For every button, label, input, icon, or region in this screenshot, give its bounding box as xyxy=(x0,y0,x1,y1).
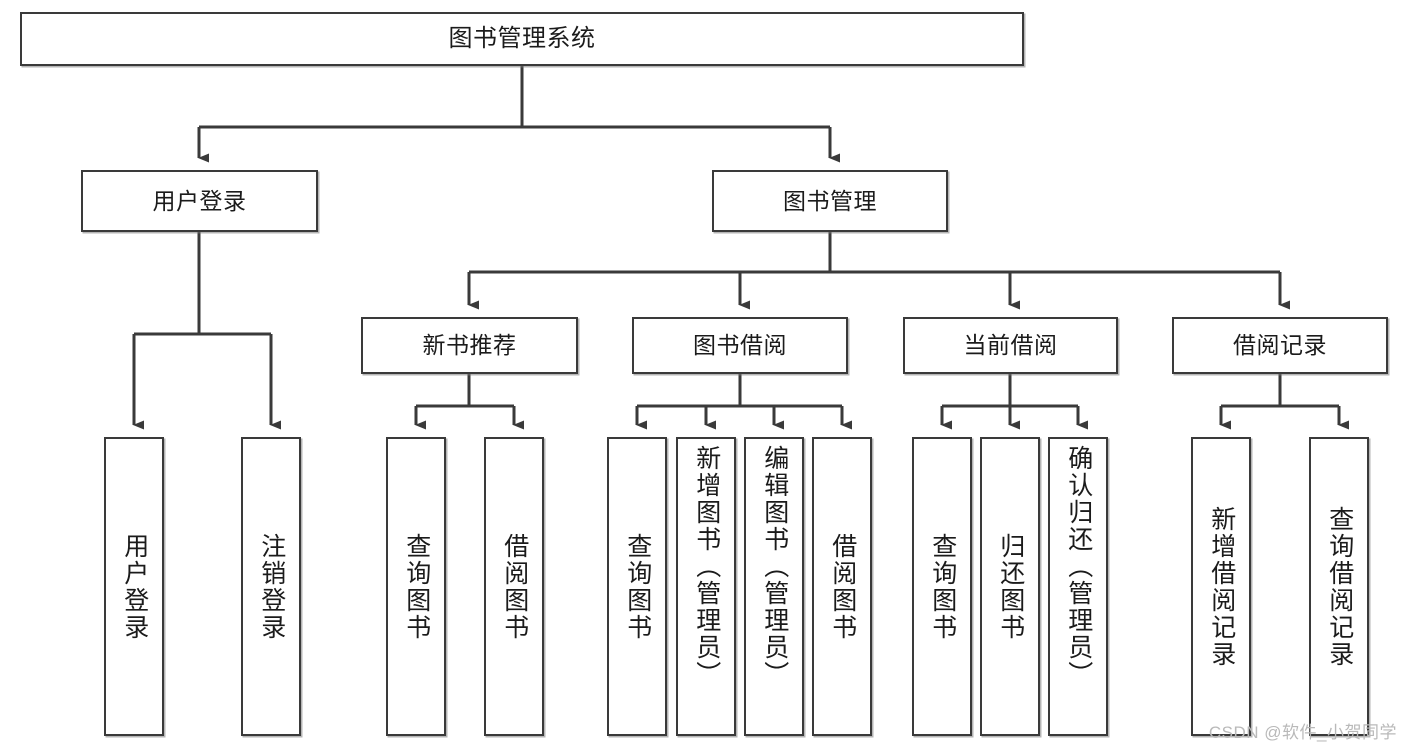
leaf-query-book-current[interactable]: 查询图书 xyxy=(912,437,972,736)
leaf-edit-book-admin[interactable]: 编辑图书（管理员） xyxy=(744,437,804,736)
node-label: 查询图书 xyxy=(928,532,957,641)
node-current-borrow[interactable]: 当前借阅 xyxy=(903,317,1118,374)
leaf-add-borrow-record[interactable]: 新增借阅记录 xyxy=(1191,437,1251,736)
leaf-return-book[interactable]: 归还图书 xyxy=(980,437,1040,736)
leaf-logout[interactable]: 注销登录 xyxy=(241,437,301,736)
node-label: 编辑图书（管理员） xyxy=(760,445,789,688)
node-label: 借阅记录 xyxy=(1233,332,1327,359)
leaf-query-borrow-record[interactable]: 查询借阅记录 xyxy=(1309,437,1369,736)
node-label: 图书管理系统 xyxy=(448,25,596,52)
leaf-borrow-book-recommend[interactable]: 借阅图书 xyxy=(484,437,544,736)
node-label: 注销登录 xyxy=(257,532,286,641)
node-label: 新增图书（管理员） xyxy=(692,445,721,688)
node-root-system[interactable]: 图书管理系统 xyxy=(20,12,1024,66)
node-label: 查询图书 xyxy=(623,532,652,641)
node-label: 新增借阅记录 xyxy=(1207,505,1236,668)
leaf-confirm-return-admin[interactable]: 确认归还（管理员） xyxy=(1048,437,1108,736)
node-new-book-recommend[interactable]: 新书推荐 xyxy=(361,317,578,374)
leaf-query-book-recommend[interactable]: 查询图书 xyxy=(386,437,446,736)
node-borrow-record[interactable]: 借阅记录 xyxy=(1172,317,1388,374)
node-label: 查询图书 xyxy=(402,532,431,641)
node-label: 用户登录 xyxy=(120,532,149,641)
node-label: 借阅图书 xyxy=(828,532,857,641)
leaf-user-login[interactable]: 用户登录 xyxy=(104,437,164,736)
node-user-login[interactable]: 用户登录 xyxy=(81,170,318,232)
node-label: 新书推荐 xyxy=(422,332,517,359)
node-book-management[interactable]: 图书管理 xyxy=(712,170,948,232)
node-label: 当前借阅 xyxy=(963,332,1058,359)
node-label: 图书借阅 xyxy=(693,332,787,359)
node-book-borrow[interactable]: 图书借阅 xyxy=(632,317,848,374)
leaf-add-book-admin[interactable]: 新增图书（管理员） xyxy=(676,437,736,736)
node-label: 图书管理 xyxy=(783,187,877,214)
leaf-query-book-borrow[interactable]: 查询图书 xyxy=(607,437,667,736)
node-label: 归还图书 xyxy=(996,532,1025,641)
node-label: 查询借阅记录 xyxy=(1325,505,1354,668)
leaf-borrow-book[interactable]: 借阅图书 xyxy=(812,437,872,736)
node-label: 确认归还（管理员） xyxy=(1064,445,1093,688)
node-label: 借阅图书 xyxy=(500,532,529,641)
node-label: 用户登录 xyxy=(152,187,247,214)
csdn-watermark: CSDN @软件_小贺同学 xyxy=(1208,723,1397,742)
